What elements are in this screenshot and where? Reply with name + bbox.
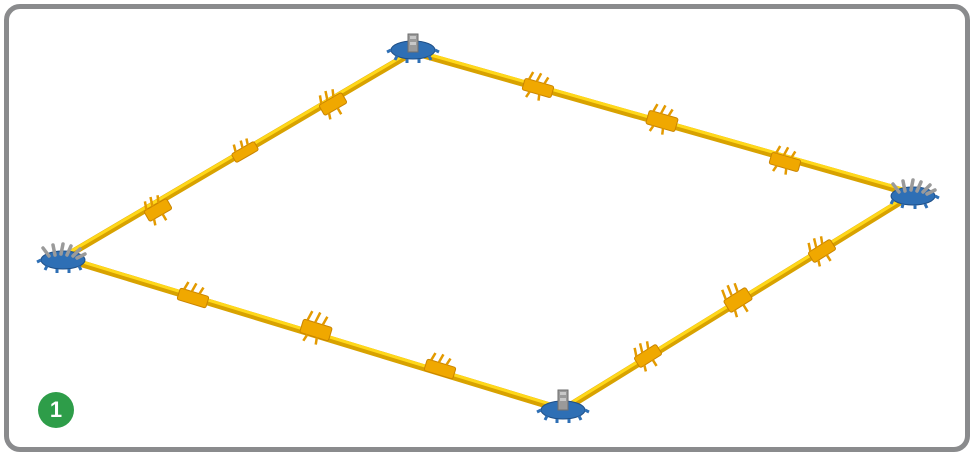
rods	[59, 48, 917, 414]
connector	[807, 236, 836, 267]
connector	[231, 138, 259, 163]
hub-top	[386, 33, 440, 63]
connector	[423, 352, 457, 380]
instruction-panel	[4, 4, 970, 452]
connector	[633, 341, 662, 372]
hub-bottom	[536, 389, 590, 423]
connector	[768, 145, 802, 175]
connector	[521, 71, 555, 101]
connector	[299, 310, 333, 345]
connectors	[143, 71, 836, 380]
connector	[645, 103, 679, 135]
connector	[176, 281, 210, 309]
connector	[318, 89, 348, 120]
hub-left	[36, 242, 87, 273]
connector	[143, 195, 173, 226]
step-number-badge: 1	[38, 392, 74, 428]
hub-right	[889, 178, 940, 209]
connector	[721, 282, 753, 318]
